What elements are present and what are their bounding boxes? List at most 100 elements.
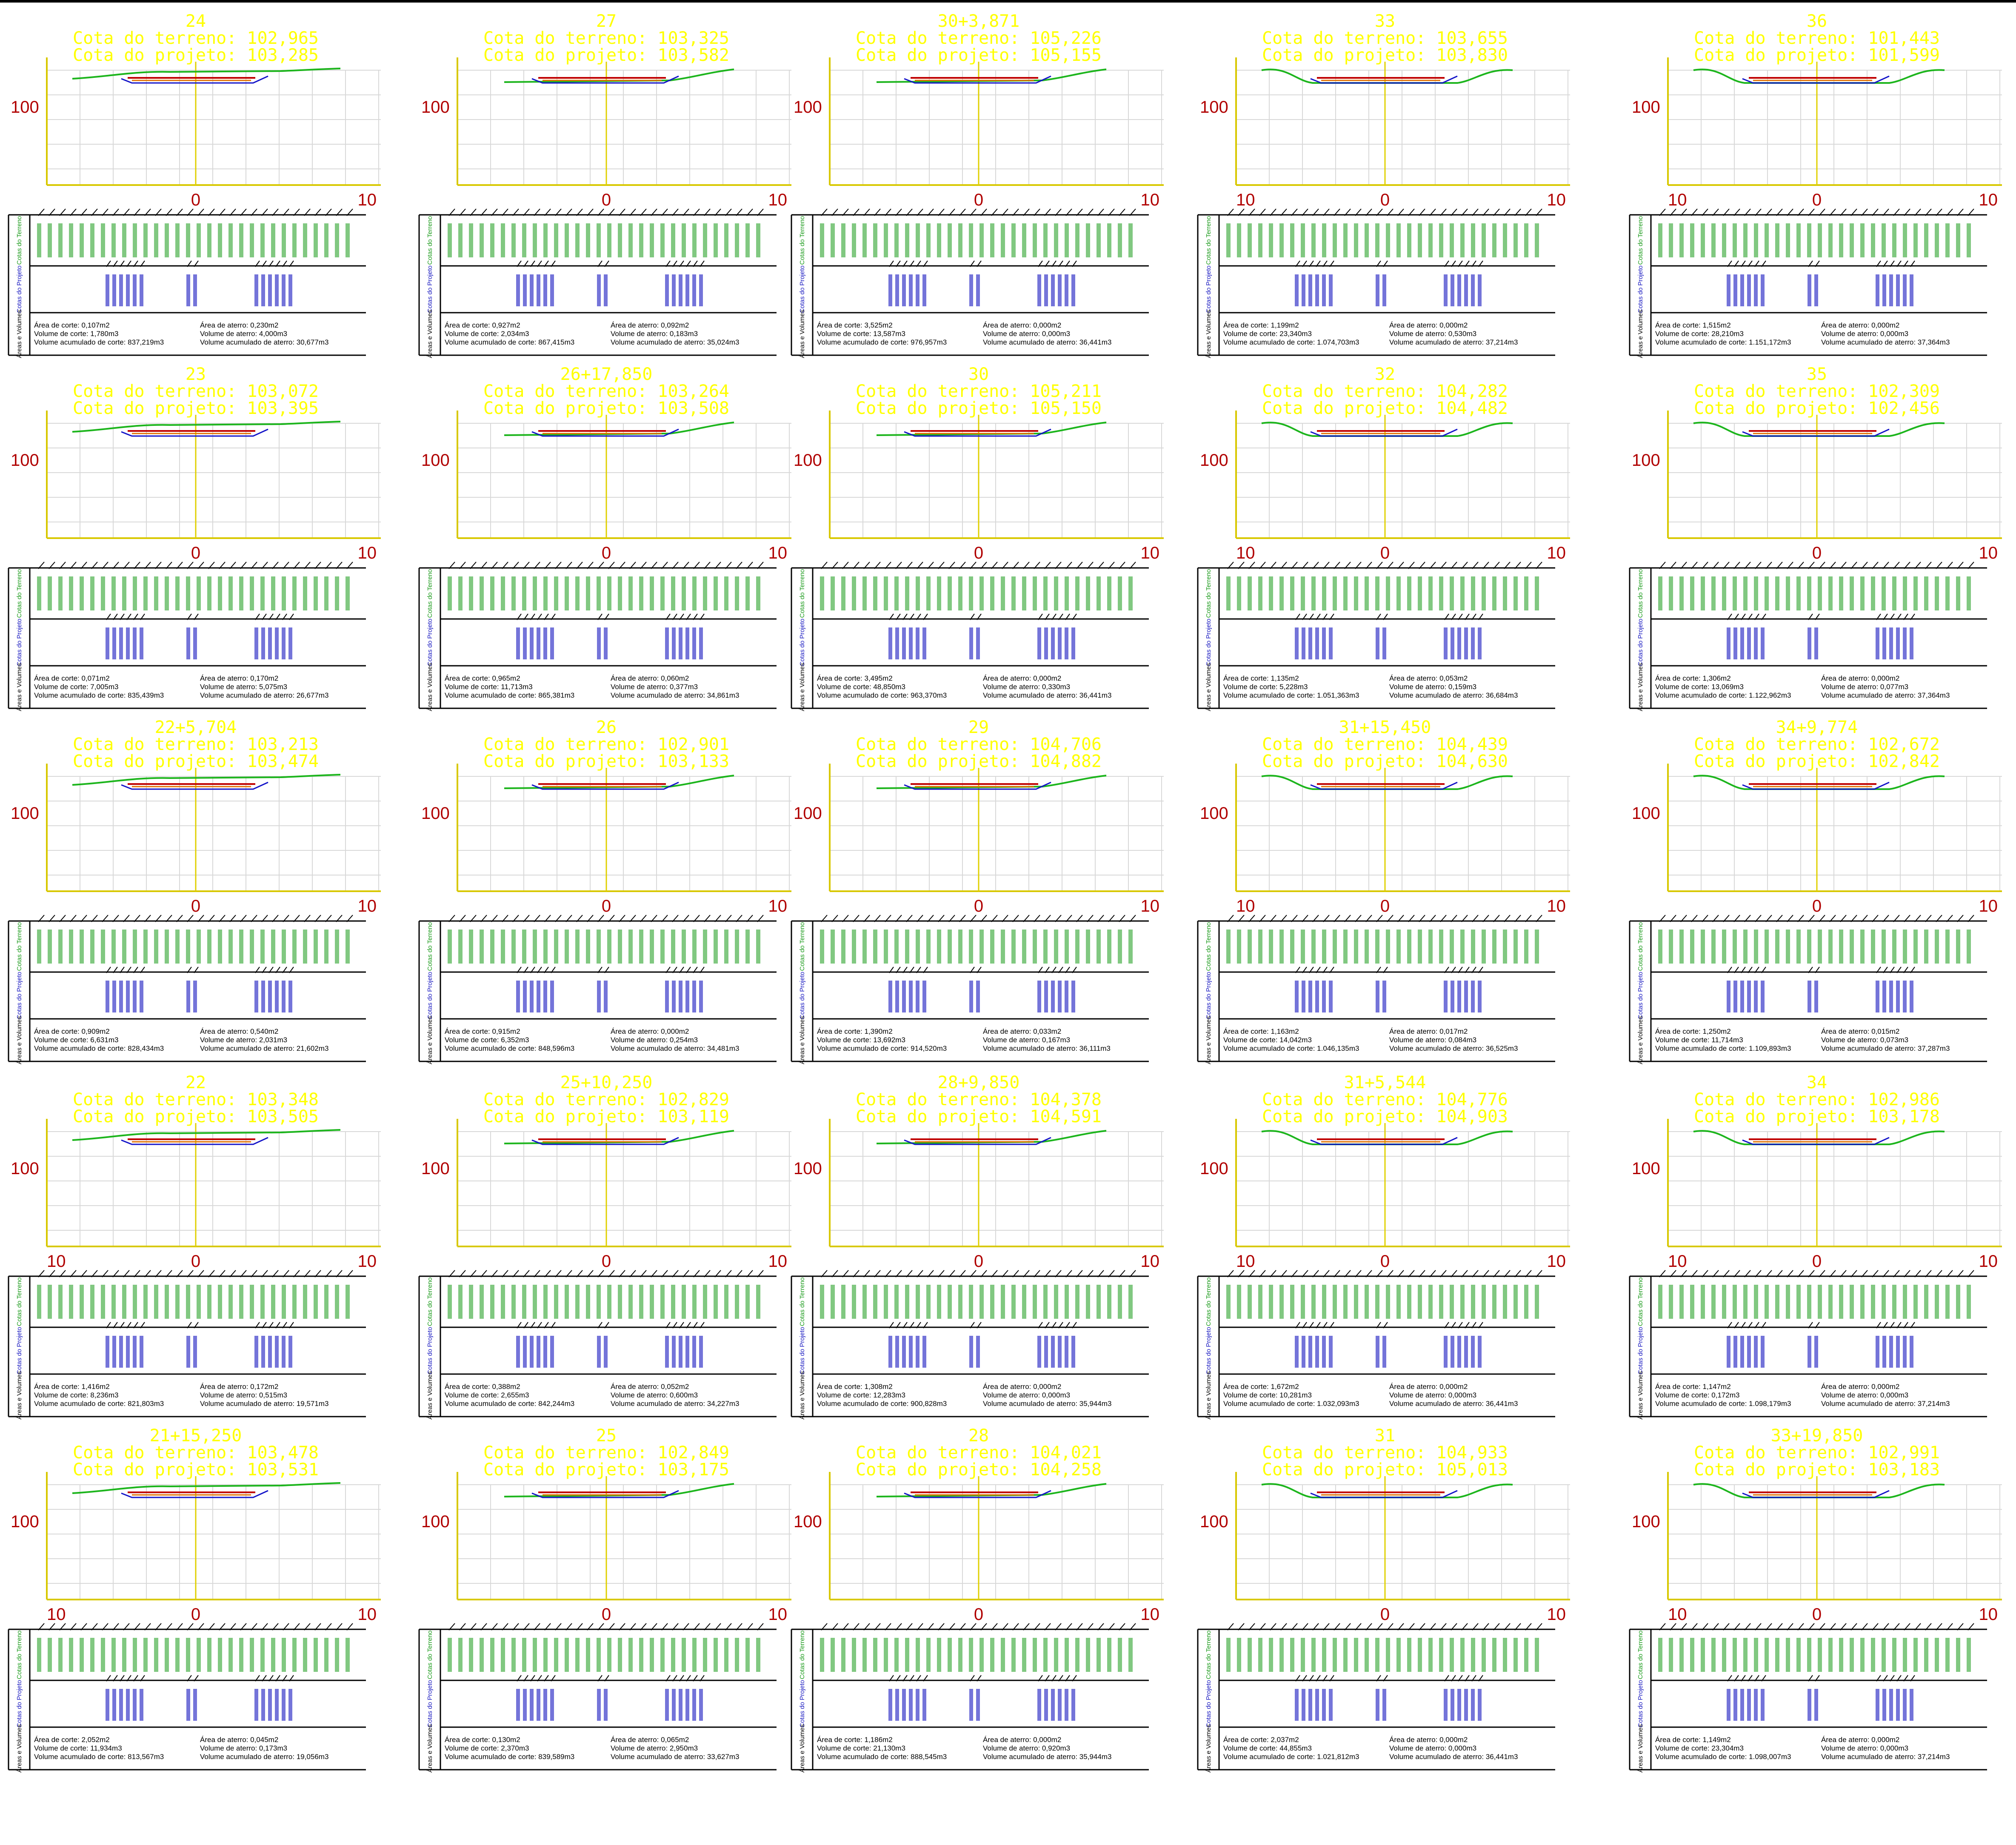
leader-line xyxy=(1471,613,1476,620)
terrain-profile xyxy=(72,1129,341,1141)
terrain-value-strip xyxy=(1513,576,1518,610)
terrain-value-strip xyxy=(250,930,254,964)
plot-grid xyxy=(46,423,381,538)
project-value-strip xyxy=(1464,1689,1468,1721)
leader-line xyxy=(1034,562,1040,569)
x-tick-10-right: 10 xyxy=(768,1605,788,1624)
terrain-value-strip xyxy=(207,1638,211,1672)
terrain-value-strip xyxy=(1471,1285,1475,1319)
terrain-value-strip xyxy=(1001,223,1005,257)
leader-line xyxy=(927,208,934,216)
volume-cut: Volume de corte: 0,172m3 xyxy=(1655,1391,1739,1399)
terrain-value-strip xyxy=(916,1638,920,1672)
leader-line xyxy=(1045,1322,1050,1329)
terrain-value-strip xyxy=(1290,1285,1294,1319)
terrain-value-strip xyxy=(48,1285,52,1319)
leader-line xyxy=(268,967,274,973)
leader-line xyxy=(1429,562,1436,569)
leader-line xyxy=(629,1270,636,1278)
terrain-value-strip xyxy=(1396,1638,1401,1672)
terrain-value-strip xyxy=(1658,223,1662,257)
terrain-value-strip xyxy=(1301,1638,1305,1672)
project-value-strip xyxy=(1295,627,1299,659)
leader-line xyxy=(255,613,260,620)
leader-line xyxy=(1344,915,1351,922)
leader-line xyxy=(1840,915,1847,922)
leader-line xyxy=(1525,1270,1532,1278)
accumulated-cut: Volume acumulado de corte: 1.122,962m3 xyxy=(1655,691,1791,699)
leader-line xyxy=(1910,260,1915,267)
terrain-value-strip xyxy=(346,930,350,964)
leader-line xyxy=(959,1623,966,1631)
leader-line xyxy=(1302,1675,1307,1682)
project-value-strip xyxy=(1376,627,1379,659)
leader-line xyxy=(120,967,125,973)
leader-line xyxy=(1058,260,1063,267)
terrain-value-strip xyxy=(1871,1638,1875,1672)
leader-line xyxy=(885,1623,891,1631)
terrain-value-strip xyxy=(1418,930,1422,964)
terrain-value-strip xyxy=(618,930,622,964)
leader-line xyxy=(1097,915,1104,922)
leader-line xyxy=(70,562,77,569)
leader-line xyxy=(534,562,540,569)
leader-line xyxy=(1882,562,1889,569)
row-heading-areas: Áreas e Volumes xyxy=(1637,1371,1644,1419)
leader-line xyxy=(1754,1322,1759,1329)
project-value-strip xyxy=(1295,274,1299,306)
leader-line xyxy=(304,1270,311,1278)
plot-grid xyxy=(1668,70,2002,185)
leader-line xyxy=(251,1623,257,1631)
terrain-value-strip xyxy=(1903,576,1907,610)
project-value-strip xyxy=(672,981,676,1012)
area-cut: Área de corte: 1,390m2 xyxy=(817,1027,893,1035)
subgrade-line xyxy=(531,75,679,84)
project-value-strip xyxy=(543,1689,547,1721)
project-value-strip xyxy=(902,1689,906,1721)
terrain-value-strip xyxy=(650,1285,654,1319)
leader-line xyxy=(863,562,870,569)
volume-cut: Volume de corte: 23,340m3 xyxy=(1223,330,1312,338)
terrain-value-strip xyxy=(852,1285,856,1319)
terrain-value-strip xyxy=(1765,223,1769,257)
section-name: 28+9,850 xyxy=(938,1073,1020,1092)
leader-line xyxy=(38,208,45,216)
leader-line xyxy=(1808,562,1815,569)
leader-line xyxy=(1702,208,1708,216)
leader-line xyxy=(1034,1623,1040,1631)
terrain-value-strip xyxy=(111,930,116,964)
leader-line xyxy=(1291,208,1298,216)
leader-line xyxy=(1097,1270,1104,1278)
project-value-strip xyxy=(1376,274,1379,306)
leader-line xyxy=(923,613,928,620)
terrain-value-strip xyxy=(1365,1285,1369,1319)
area-cut: Área de corte: 0,130m2 xyxy=(445,1736,520,1744)
project-value-strip xyxy=(530,981,534,1012)
project-value-strip xyxy=(1329,274,1333,306)
row-heading-terrain: Cotas do Terreno xyxy=(799,216,806,265)
terrain-value-strip xyxy=(69,930,73,964)
leader-line xyxy=(544,1675,549,1682)
leader-line xyxy=(544,1623,551,1631)
terrain-value-strip xyxy=(1226,930,1231,964)
leader-line xyxy=(1890,967,1895,973)
project-value-strip xyxy=(1747,1689,1751,1721)
leader-line xyxy=(38,1623,45,1631)
leader-line xyxy=(208,562,215,569)
leader-line xyxy=(1461,1270,1468,1278)
leader-line xyxy=(1482,208,1489,216)
terrain-value-strip xyxy=(905,576,909,610)
terrain-value-strip xyxy=(250,1285,254,1319)
terrain-value-strip xyxy=(1818,1285,1822,1319)
accumulated-cut: Volume acumulado de corte: 828,434m3 xyxy=(34,1044,164,1052)
terrain-profile xyxy=(72,421,341,433)
subgrade-line xyxy=(1742,1490,1890,1498)
terrain-value-strip xyxy=(1065,223,1069,257)
y-tick-100: 100 xyxy=(794,804,822,823)
project-value-strip xyxy=(1882,1689,1886,1721)
leader-line xyxy=(1248,915,1255,922)
project-value-strip xyxy=(916,1689,919,1721)
